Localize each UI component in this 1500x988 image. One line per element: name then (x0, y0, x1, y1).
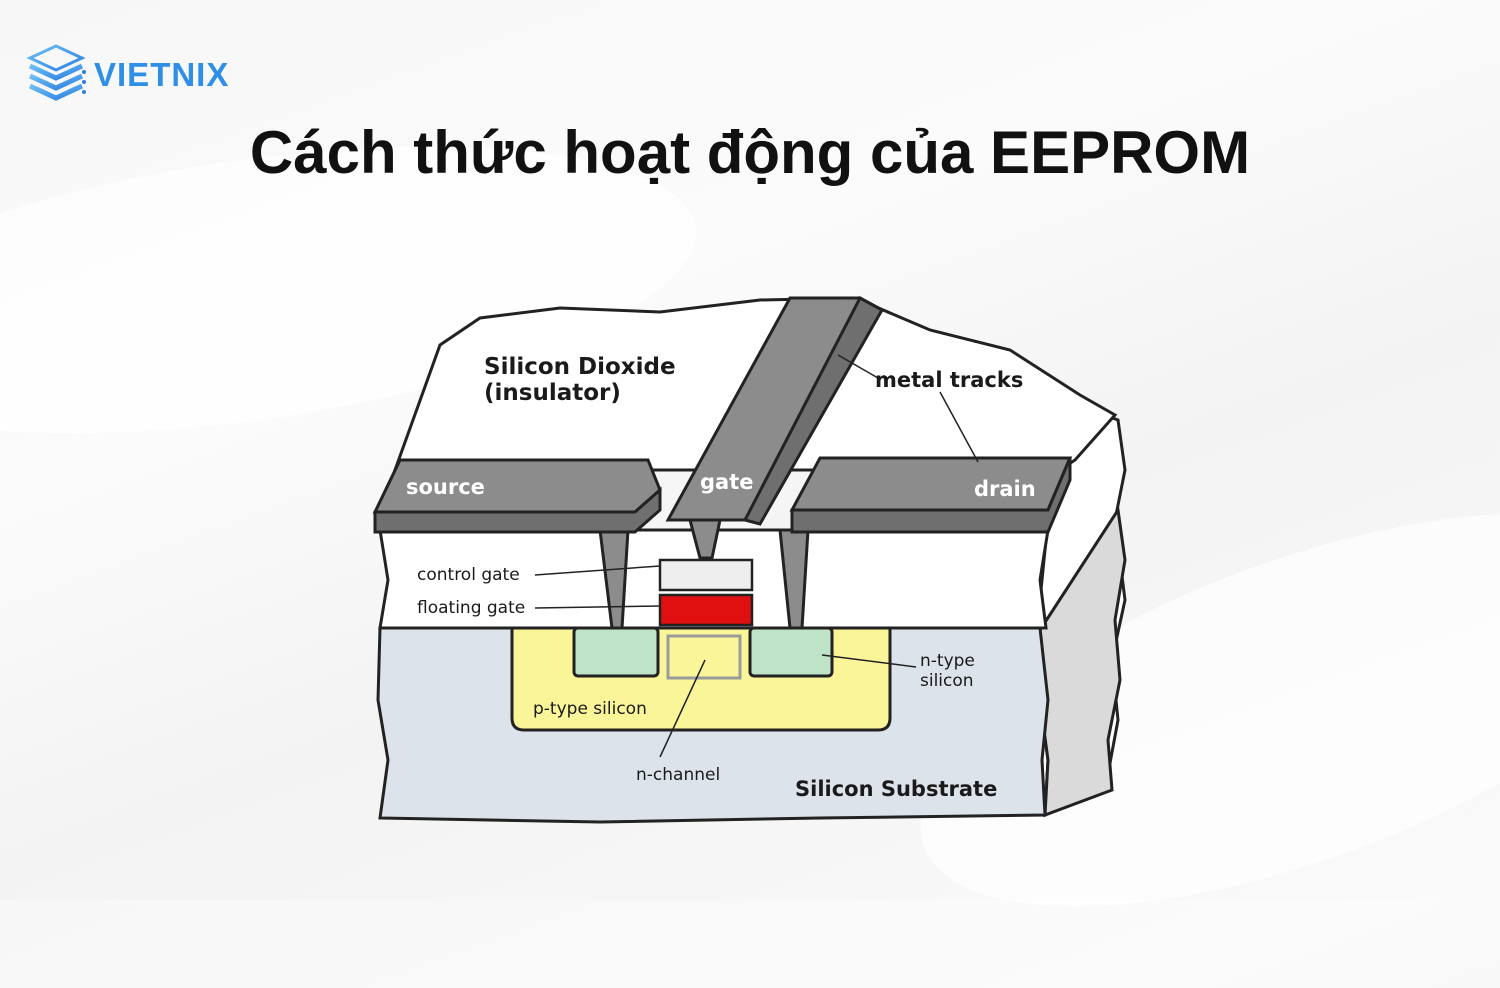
label-n-type: n-type (920, 651, 975, 671)
n-type-leader (821, 654, 917, 668)
gate-metal-track-side (742, 295, 885, 526)
label-metal-tracks: metal tracks (875, 368, 1023, 392)
floating-gate-block (658, 593, 754, 627)
label-n-channel: n-channel (636, 765, 720, 785)
n-channel-box (666, 634, 742, 680)
label-gate: gate (700, 470, 753, 494)
control-gate-block (658, 558, 754, 592)
label-source: source (406, 475, 485, 499)
metal-tracks-leader-gate (837, 354, 879, 379)
page-title: Cách thức hoạt động của EEPROM (249, 119, 1251, 186)
brand-logo: VIETNIX (26, 42, 229, 108)
control-gate-leader (534, 565, 661, 576)
label-silicon-substrate: Silicon Substrate (795, 777, 997, 801)
gate-contact-via (688, 518, 722, 560)
source-metal-front (373, 486, 662, 534)
eeprom-cross-section-diagram: Silicon Dioxide (insulator) metal tracks… (372, 295, 1127, 824)
n-type-source-region (572, 626, 660, 678)
floating-gate-leader (534, 605, 661, 609)
drain-metal-front (790, 457, 1072, 534)
label-drain: drain (974, 477, 1036, 501)
label-silicon: silicon (920, 671, 974, 691)
n-type-drain-region (748, 626, 834, 678)
metal-tracks-leader-drain (939, 391, 979, 463)
n-channel-leader (659, 659, 706, 758)
label-floating-gate: floating gate (417, 598, 525, 618)
label-p-type-silicon: p-type silicon (533, 699, 647, 719)
label-silicon-dioxide: Silicon Dioxide (484, 354, 676, 380)
stacked-layers-icon (26, 44, 86, 101)
label-control-gate: control gate (417, 565, 520, 585)
label-insulator: (insulator) (484, 380, 621, 406)
brand-name: VIETNIX (94, 56, 230, 93)
